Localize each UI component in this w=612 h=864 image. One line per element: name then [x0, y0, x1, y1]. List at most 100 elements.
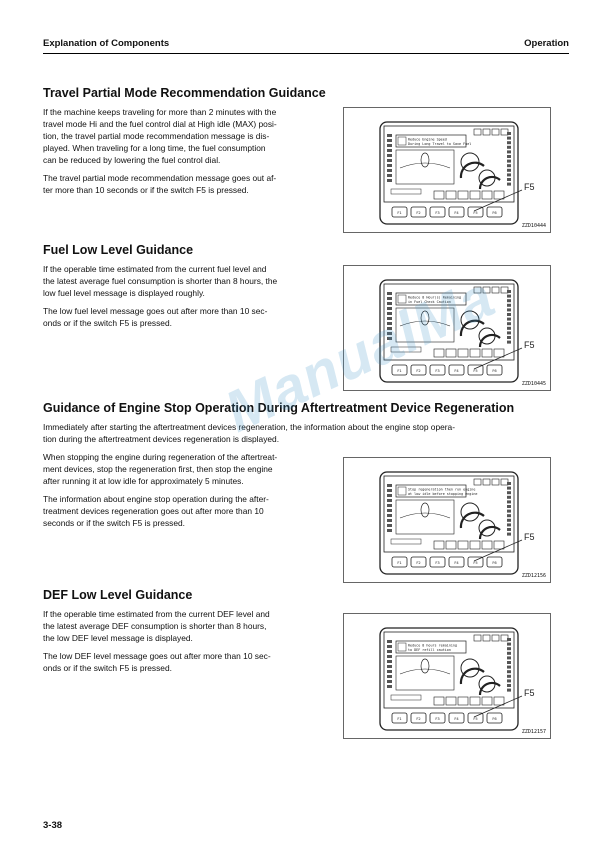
status-icon	[500, 478, 509, 486]
paragraph: If the operable time estimated from the …	[43, 264, 278, 298]
status-icon	[491, 478, 500, 486]
status-icon	[500, 286, 509, 294]
callout-label: F5	[524, 688, 535, 698]
svg-text:F4: F4	[454, 717, 459, 721]
gauge-segment	[507, 326, 511, 330]
gauge-segment	[387, 529, 392, 532]
gauge-segment	[507, 486, 511, 490]
function-key-f5[interactable]: F5	[467, 364, 484, 376]
function-key-f3[interactable]: F3	[429, 712, 446, 724]
message-box	[395, 484, 467, 498]
function-key-f4[interactable]: F4	[448, 712, 465, 724]
figure-code: ZZD10444	[521, 223, 546, 229]
gauge-dial	[460, 502, 480, 522]
screen-icon	[469, 696, 481, 706]
gauge-segment	[507, 505, 511, 508]
function-key-f1[interactable]: F1	[391, 364, 408, 376]
gauge-segment	[387, 327, 392, 330]
svg-text:F4: F4	[454, 369, 459, 373]
message-box	[395, 134, 467, 148]
function-key-f2[interactable]: F2	[410, 712, 427, 724]
gauge-segment	[507, 299, 511, 303]
screen-icon	[457, 348, 469, 358]
function-key-f1[interactable]: F1	[391, 556, 408, 568]
gauge-segment	[507, 482, 511, 485]
svg-text:F2: F2	[416, 717, 420, 721]
function-key-f1[interactable]: F1	[391, 712, 408, 724]
gauge-segment	[387, 154, 392, 157]
function-key-f6[interactable]: F6	[486, 556, 503, 568]
gauge-segment	[387, 164, 392, 167]
svg-text:F3: F3	[435, 211, 439, 215]
callout-line	[473, 189, 523, 212]
gauge-segment	[387, 645, 392, 648]
status-icon	[473, 478, 482, 486]
gauge-segment	[507, 308, 511, 312]
svg-text:F4: F4	[454, 561, 459, 565]
gauge-segment	[387, 307, 392, 310]
paragraph: Immediately after starting the aftertrea…	[43, 422, 456, 444]
gauge-segment	[507, 674, 511, 678]
function-key-f5[interactable]: F5	[467, 556, 484, 568]
page-number: 3-38	[43, 820, 63, 831]
svg-text:F4: F4	[454, 211, 459, 215]
screen-icon	[433, 696, 445, 706]
svg-text:F2: F2	[416, 561, 420, 565]
paragraph: The low fuel level message goes out afte…	[43, 306, 268, 328]
gauge-segment	[507, 159, 511, 163]
svg-text:F5: F5	[473, 717, 477, 721]
screen-icon	[445, 190, 457, 200]
warning-icon	[397, 294, 407, 304]
gauge-segment	[507, 665, 511, 669]
machine-icon	[420, 658, 430, 674]
gauge-arc	[459, 511, 485, 529]
screen-icon	[493, 348, 505, 358]
gauge-segment	[507, 145, 511, 149]
gauge-segment	[507, 528, 511, 531]
function-key-f3[interactable]: F3	[429, 364, 446, 376]
svg-text:F6: F6	[492, 369, 497, 373]
function-key-f6[interactable]: F6	[486, 206, 503, 218]
function-key-f2[interactable]: F2	[410, 556, 427, 568]
status-icon	[500, 634, 509, 642]
svg-text:F1: F1	[397, 561, 401, 565]
function-key-f3[interactable]: F3	[429, 556, 446, 568]
function-key-f2[interactable]: F2	[410, 206, 427, 218]
gauge-segment	[387, 322, 392, 325]
callout-line	[473, 539, 523, 562]
section-title: DEF Low Level Guidance	[43, 588, 193, 602]
gauge-segment	[507, 514, 511, 518]
paragraph: When stopping the engine during regenera…	[43, 452, 278, 486]
camera-view	[395, 499, 455, 535]
gauge-segment	[387, 159, 392, 162]
gauge-segment	[387, 134, 392, 137]
function-key-f2[interactable]: F2	[410, 364, 427, 376]
gauge-arc	[459, 667, 485, 685]
function-key-f6[interactable]: F6	[486, 364, 503, 376]
camera-guide-line	[399, 162, 451, 169]
gauge-segment	[507, 294, 511, 298]
clock-display	[390, 188, 422, 195]
monitor-bezel	[379, 121, 519, 225]
function-key-f5[interactable]: F5	[467, 206, 484, 218]
function-key-f4[interactable]: F4	[448, 364, 465, 376]
svg-text:F2: F2	[416, 211, 420, 215]
function-key-f4[interactable]: F4	[448, 206, 465, 218]
screen-icon	[433, 540, 445, 550]
function-key-f1[interactable]: F1	[391, 206, 408, 218]
gauge-segment	[507, 509, 511, 513]
function-key-f4[interactable]: F4	[448, 556, 465, 568]
function-key-f5[interactable]: F5	[467, 712, 484, 724]
function-key-f3[interactable]: F3	[429, 206, 446, 218]
gauge-segment	[507, 523, 511, 527]
gauge-segment	[507, 336, 511, 339]
gauge-segment	[387, 524, 392, 527]
section-engine-stop-regeneration: Guidance of Engine Stop Operation During…	[43, 401, 551, 529]
function-key-f6[interactable]: F6	[486, 712, 503, 724]
gauge-segment	[387, 685, 392, 688]
